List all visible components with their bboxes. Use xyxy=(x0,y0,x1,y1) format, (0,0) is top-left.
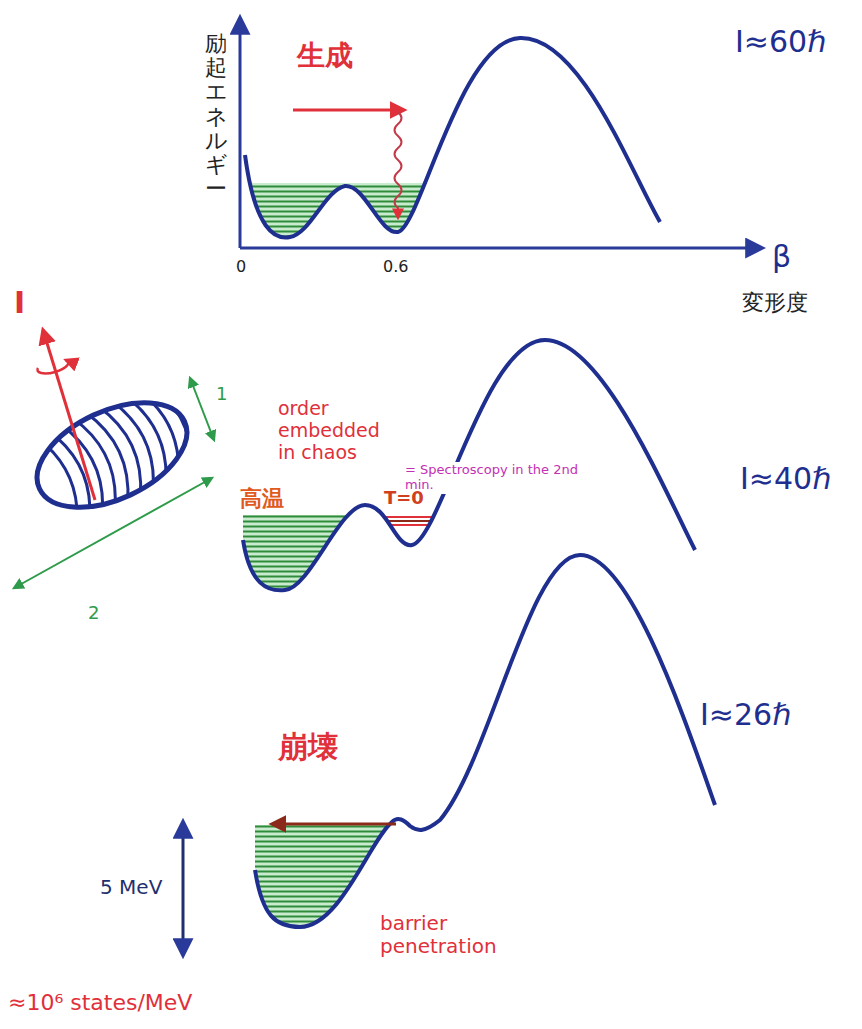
dimension-line xyxy=(190,378,214,440)
dimension-label: 1 xyxy=(216,384,227,405)
rotation-arrow xyxy=(37,360,68,373)
level-density-note: ≈10⁶ states/MeV xyxy=(8,990,192,1015)
axis-symbol: β xyxy=(772,240,791,275)
nucleus-fill xyxy=(21,381,203,528)
spin-value: I≈26ℏ xyxy=(700,698,791,733)
axis-title: 変形度 xyxy=(742,290,808,315)
axis-title: 励起エネルギー xyxy=(205,32,227,201)
energy-scale-label: 5 MeV xyxy=(100,876,162,899)
dimension-line xyxy=(14,478,212,588)
potential-curve xyxy=(255,555,715,927)
process-label: 生成 xyxy=(297,40,353,72)
nucleus-outline xyxy=(21,381,203,528)
dimension-label: 2 xyxy=(88,603,99,624)
spin-value: I≈60ℏ xyxy=(735,25,826,60)
gamma-decay-arrow xyxy=(395,112,402,218)
stripe xyxy=(136,383,191,480)
spin-axis xyxy=(43,330,95,500)
spin-symbol: I xyxy=(14,286,25,321)
process-label: 崩壊 xyxy=(278,730,338,765)
annotation: = Spectroscopy in the 2nd min. xyxy=(402,462,588,494)
energy-axis xyxy=(239,18,242,248)
tick-label: 0.6 xyxy=(383,258,408,276)
energy-scale-arrow xyxy=(182,822,185,955)
state-label: 高温 xyxy=(240,486,284,511)
deformed-nucleus xyxy=(18,376,205,534)
state-label: T=0 xyxy=(384,488,424,509)
middle-panel xyxy=(14,330,695,595)
potential-curve xyxy=(245,38,660,237)
potential-curve xyxy=(243,340,695,590)
tick-label: 0 xyxy=(236,258,246,276)
top-panel xyxy=(240,18,762,253)
annotation: barrier penetration xyxy=(380,912,505,958)
annotation: order embedded in chaos xyxy=(278,398,388,464)
spin-value: I≈40ℏ xyxy=(740,462,831,497)
decay-arrow xyxy=(272,823,396,826)
deformation-axis xyxy=(240,247,762,250)
bottom-panel xyxy=(183,555,715,955)
formation-arrow xyxy=(293,109,404,112)
